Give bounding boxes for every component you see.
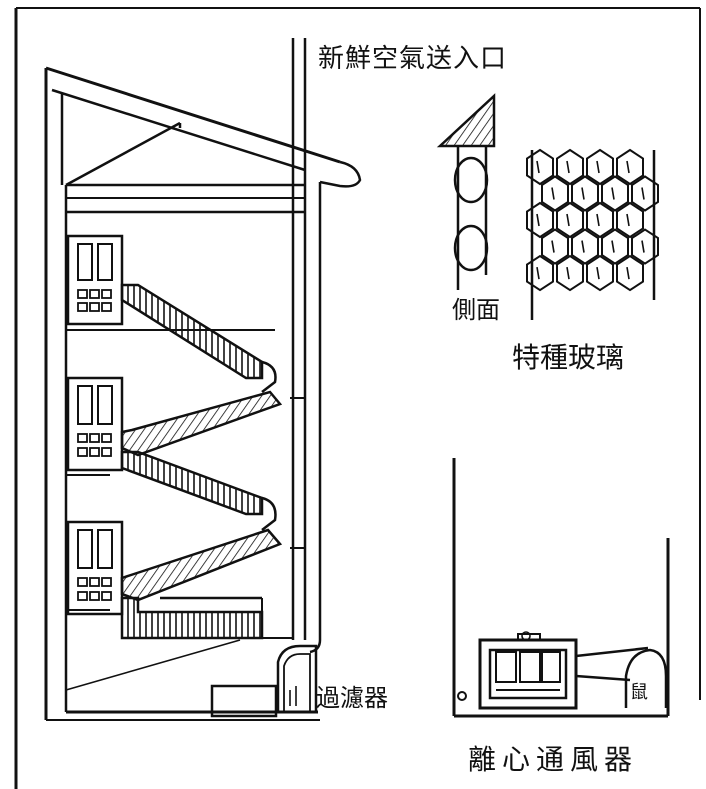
- glass-cell-mark: [536, 266, 540, 280]
- glass-cell: [541, 228, 569, 265]
- glass-cell: [526, 148, 554, 186]
- staircase: [65, 283, 293, 691]
- glass-cell-mark: [626, 160, 630, 174]
- glass-cell: [571, 228, 599, 265]
- side-view-label: 側面: [452, 296, 500, 324]
- door-middle: [66, 376, 124, 472]
- fresh-air-inlet-label: 新鮮空氣送入口: [318, 44, 508, 74]
- glass-cell: [541, 175, 569, 212]
- glass-cell-mark: [551, 187, 555, 200]
- glass-cell-mark: [536, 160, 540, 174]
- glass-cell: [556, 148, 584, 186]
- fan-room: [452, 458, 670, 718]
- centrifugal-fan-label: 離心通風器: [468, 743, 639, 776]
- glass-cell: [586, 254, 614, 292]
- glass-cell-mark: [596, 266, 600, 280]
- glass-cell-mark: [596, 160, 600, 174]
- glass-cell-mark: [611, 240, 615, 253]
- glass-cell-mark: [551, 240, 555, 253]
- filter-label: 過濾器: [316, 684, 388, 712]
- glass-cell: [601, 175, 629, 212]
- glass-cell-mark: [581, 187, 585, 200]
- glass-cell-mark: [581, 240, 585, 253]
- fan-housing-mark: 鼠: [630, 682, 648, 703]
- glass-cell-mark: [626, 266, 630, 280]
- glass-cell: [631, 175, 659, 212]
- glass-cell: [526, 201, 554, 239]
- glass-cell-mark: [611, 187, 615, 200]
- door-lower: [66, 520, 124, 616]
- glass-cell-mark: [566, 266, 570, 280]
- glass-cell: [616, 201, 644, 239]
- glass-cell: [556, 201, 584, 239]
- glass-cell-mark: [566, 213, 570, 227]
- glass-side-view: [436, 93, 496, 290]
- glass-cell: [586, 148, 614, 186]
- glass-cell-mark: [641, 240, 645, 253]
- centrifugal-fan-unit: [478, 631, 668, 710]
- special-glass-panel: [526, 148, 659, 320]
- glass-cell-mark: [596, 213, 600, 227]
- glass-cell-mark: [536, 213, 540, 227]
- building-section: [44, 38, 362, 721]
- glass-cell: [526, 254, 554, 292]
- filter-unit: [210, 644, 318, 718]
- glass-cell: [616, 254, 644, 292]
- glass-cell: [616, 148, 644, 186]
- glass-cell: [601, 228, 629, 265]
- glass-cell: [571, 175, 599, 212]
- glass-cell-mark: [641, 187, 645, 200]
- glass-cell: [556, 254, 584, 292]
- glass-cell-mark: [566, 160, 570, 174]
- glass-cell: [631, 228, 659, 265]
- figure-border: [14, 7, 701, 789]
- door-upper: [66, 234, 124, 326]
- glass-cell-mark: [626, 213, 630, 227]
- special-glass-label: 特種玻璃: [512, 341, 625, 374]
- glass-cell: [586, 201, 614, 239]
